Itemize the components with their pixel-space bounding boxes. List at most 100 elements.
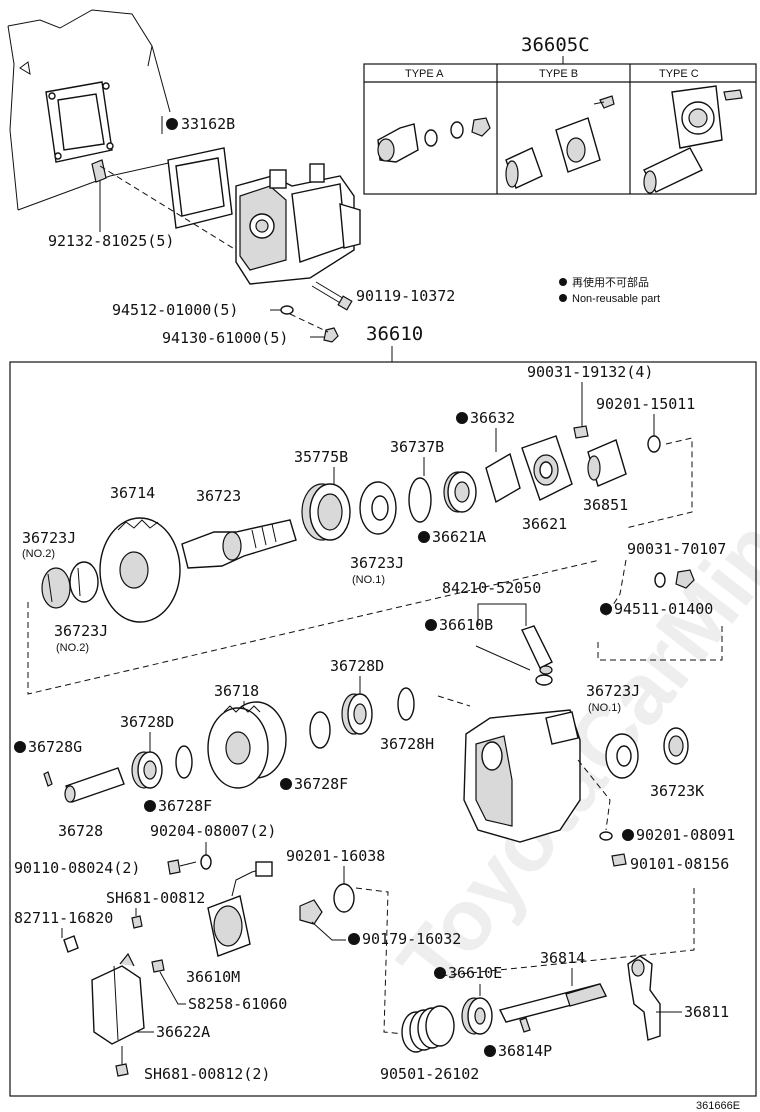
label-36621: 36621 (522, 515, 567, 533)
part-36851 (587, 439, 627, 487)
type-b-header: TYPE B (539, 68, 578, 80)
label-36714: 36714 (110, 484, 155, 502)
label-92132-81025: 92132-81025(5) (48, 232, 174, 250)
label-no1-b: (NO.1) (588, 702, 621, 714)
non-reusable-dot (622, 829, 634, 841)
non-reusable-dot (14, 741, 26, 753)
shaft-36814 (498, 983, 608, 1023)
gasket-36632 (485, 452, 521, 504)
label-36622a: 36622A (156, 1023, 210, 1041)
nut-90031-70107 (675, 569, 695, 589)
label-90119-10372: 90119-10372 (356, 287, 455, 305)
clip-36728f-lower (175, 745, 193, 779)
ring-36737b (408, 477, 432, 523)
nut-94130 (289, 313, 339, 343)
label-90201-08091: 90201-08091 (636, 826, 735, 844)
legend-jp-text: 再使用不可部品 (572, 275, 649, 289)
label-90179-16032: 90179-16032 (362, 930, 461, 948)
shaft-36723 (181, 519, 297, 569)
label-sh681-b: SH681-00812(2) (144, 1065, 270, 1083)
washer-94512 (270, 305, 294, 315)
bolt-90031-19132 (573, 425, 589, 439)
transfer-housing (235, 163, 361, 285)
washer-90031-70107 (654, 572, 666, 588)
label-no2-b: (NO.2) (56, 642, 89, 654)
retainer-36621 (521, 435, 573, 501)
label-36723: 36723 (196, 487, 241, 505)
watermark-text: ToyotaCarMine.ru (380, 379, 760, 1009)
legend-dot-en (559, 294, 567, 302)
label-36723j-no2-b: 36723J (54, 622, 108, 640)
label-36728: 36728 (58, 822, 103, 840)
fork-36811 (627, 955, 661, 1041)
legend-en-text: Non-reusable part (572, 293, 660, 305)
label-36728d-b: 36728D (120, 713, 174, 731)
cover-36622a (91, 952, 145, 1045)
gasket-33162b (99, 147, 237, 251)
label-90201-15011: 90201-15011 (596, 395, 695, 413)
label-94511-01400: 94511-01400 (614, 600, 713, 618)
gear-36714 (99, 517, 181, 623)
label-36718: 36718 (214, 682, 259, 700)
washer-90201-16038 (333, 883, 355, 913)
connector-s8258 (151, 959, 165, 973)
label-36728d-a: 36728D (330, 657, 384, 675)
label-33162b: 33162B (181, 115, 235, 133)
type-c-header: TYPE C (659, 68, 699, 80)
label-84210-52050: 84210-52050 (442, 579, 541, 597)
non-reusable-dot (166, 118, 178, 130)
bearing-36728d-upper (341, 693, 373, 735)
pin-36814p (519, 1017, 531, 1033)
label-36621a: 36621A (432, 528, 486, 546)
label-s8258-61060: S8258-61060 (188, 995, 287, 1013)
label-no1-a: (NO.1) (352, 574, 385, 586)
label-36811: 36811 (684, 1003, 729, 1021)
case-opening-plate (45, 81, 114, 163)
switch-84210 (521, 625, 553, 675)
oring-36610b (535, 674, 553, 686)
screw-sh681-b (115, 1063, 129, 1077)
label-36737b: 36737B (390, 438, 444, 456)
label-36814: 36814 (540, 949, 585, 967)
non-reusable-dot (425, 619, 437, 631)
washer-90204 (200, 854, 212, 870)
transfer-case-36610 (463, 709, 581, 843)
type-c-parts (643, 85, 743, 194)
bearing-36621a (443, 471, 477, 513)
seal-36610e (461, 997, 493, 1035)
sensor-36610m (207, 861, 273, 957)
figure-id: 361666E (696, 1100, 740, 1112)
washer-36723j-no1-b (605, 733, 639, 779)
ring-36728h (397, 687, 415, 721)
type-b-parts (505, 95, 615, 189)
non-reusable-dot (484, 1045, 496, 1057)
bolt-90119-10372 (311, 281, 353, 311)
label-36728f-a: 36728F (294, 775, 348, 793)
non-reusable-dot (456, 412, 468, 424)
label-82711-16820: 82711-16820 (14, 909, 113, 927)
label-36610b: 36610B (439, 616, 493, 634)
bearing-36728d-lower (131, 751, 163, 789)
plug-90101-08156 (611, 853, 627, 867)
label-36610e: 36610E (448, 964, 502, 982)
label-94130-61000: 94130-61000(5) (162, 329, 288, 347)
non-reusable-dot (348, 933, 360, 945)
title-36605c: 36605C (521, 34, 590, 56)
label-36728h: 36728H (380, 735, 434, 753)
assembly-label-36610: 36610 (366, 323, 423, 345)
clip-36728f-upper (309, 711, 331, 749)
non-reusable-dot (280, 778, 292, 790)
seal-36723k (663, 727, 689, 765)
type-a-parts (377, 117, 491, 163)
label-36728f-b: 36728F (158, 797, 212, 815)
label-90204-08007: 90204-08007(2) (150, 822, 276, 840)
label-36610m: 36610M (186, 968, 240, 986)
gear-36718 (207, 701, 287, 789)
legend-dot-jp (559, 278, 567, 286)
pin-36728g (43, 771, 53, 787)
label-90201-16038: 90201-16038 (286, 847, 385, 865)
assembly-frame (9, 361, 757, 1097)
label-36814p: 36814P (498, 1042, 552, 1060)
washer-90201-15011 (647, 435, 661, 453)
